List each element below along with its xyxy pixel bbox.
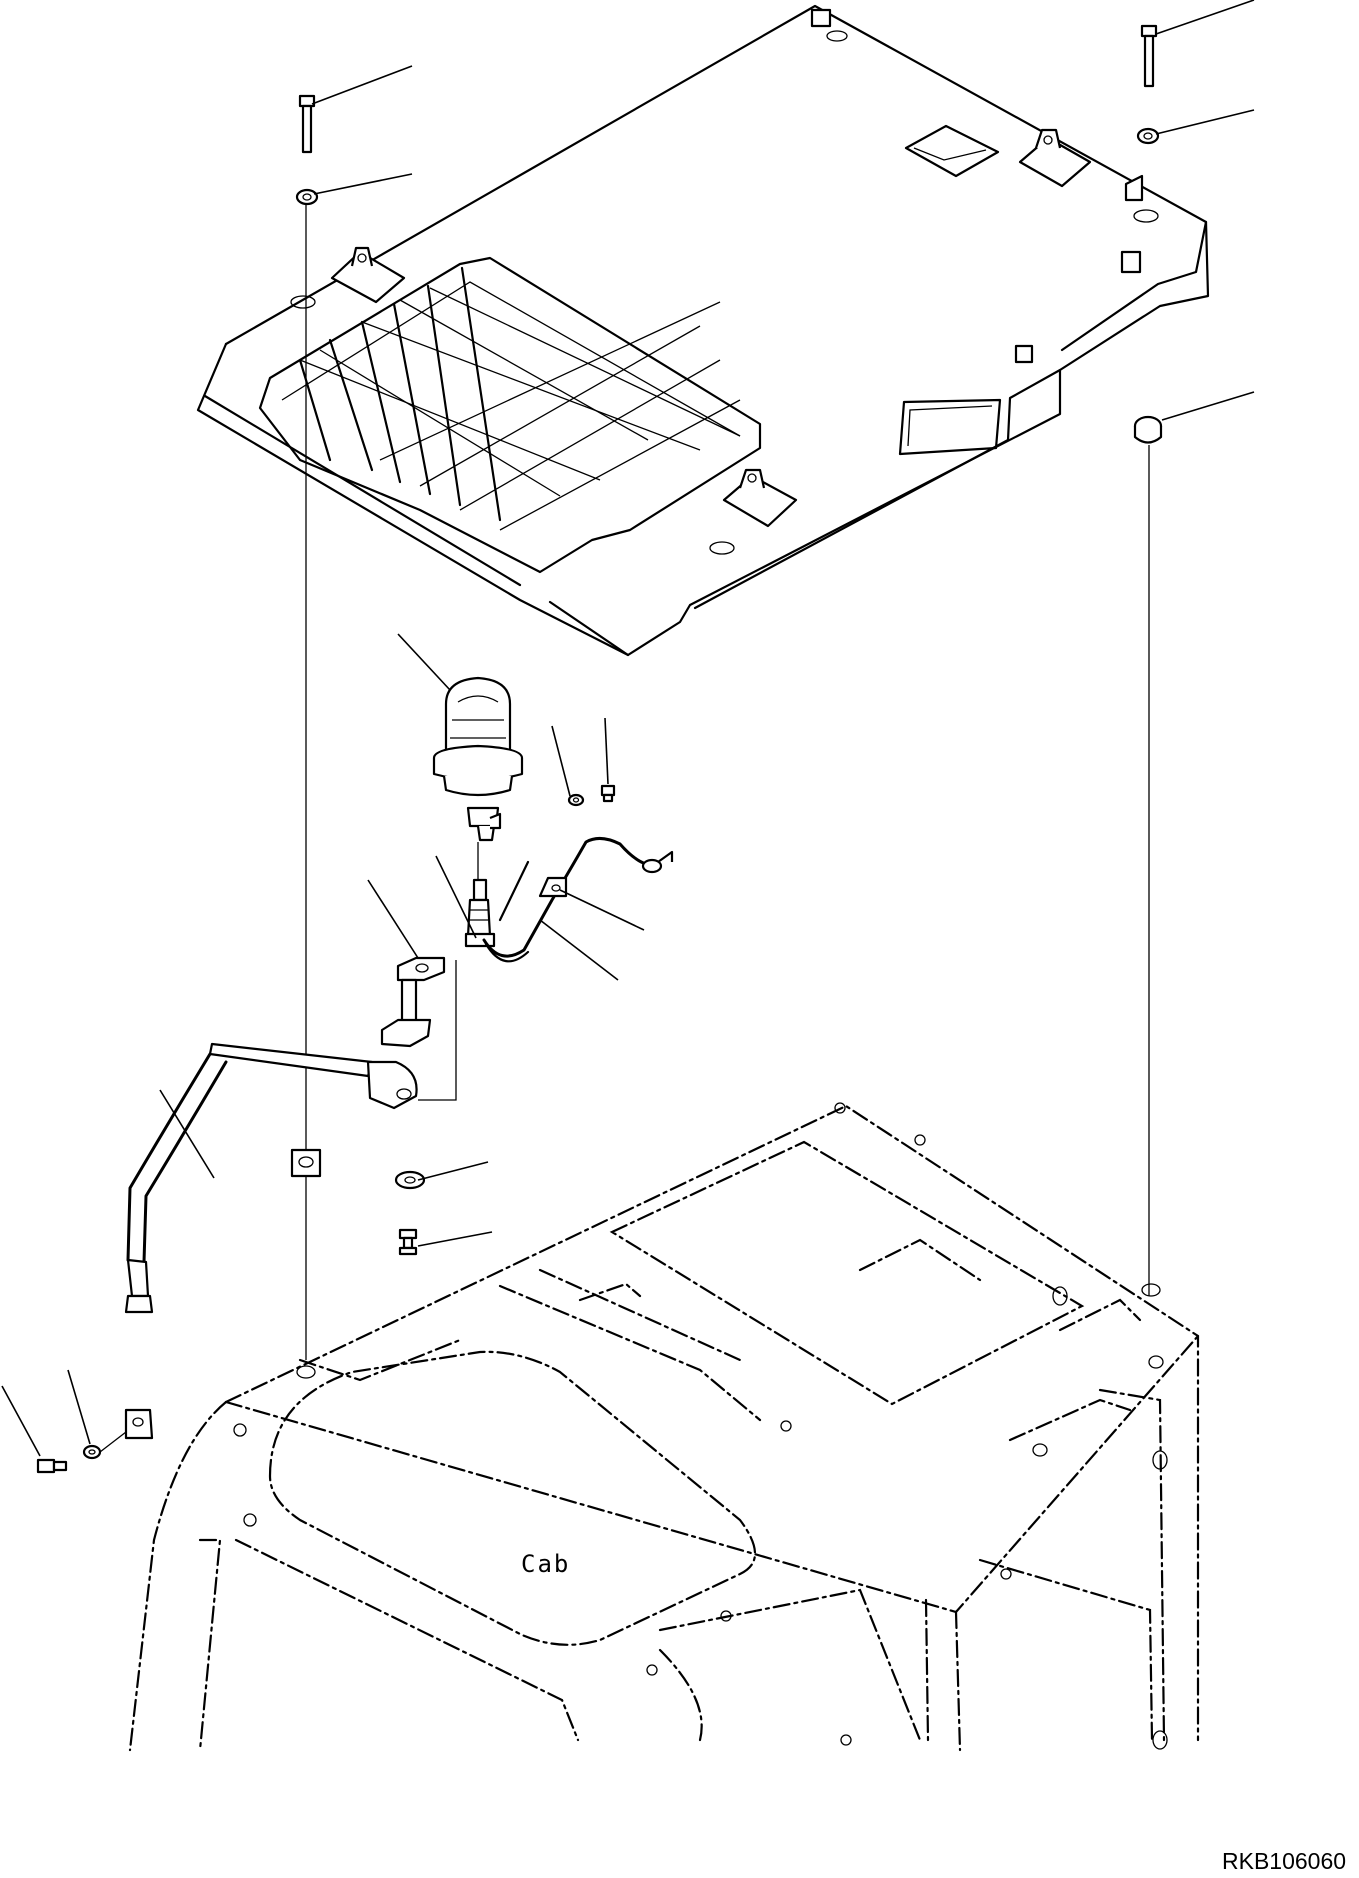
washer-right: [1136, 127, 1160, 145]
arm-washer: [394, 1170, 426, 1190]
roof-cover: [196, 4, 1210, 657]
stay-bolt-lower: [36, 1458, 68, 1474]
harness-clamp: [538, 876, 568, 898]
cab-outline: [128, 1104, 1200, 1752]
beacon-mount-post: [464, 842, 496, 948]
lift-lug-right: [1018, 128, 1092, 188]
arm-bolt: [398, 1228, 418, 1256]
stay-arm: [124, 1042, 418, 1440]
louver-slats: [298, 266, 741, 531]
beacon-bracket: [380, 956, 457, 1101]
beacon-lamp: [432, 676, 524, 842]
bolt-right: [1140, 24, 1158, 88]
washer-left: [295, 188, 319, 206]
lift-lug-left: [330, 246, 406, 304]
spacer-right: [1133, 415, 1163, 444]
cab-roof-details: [233, 1102, 1168, 1750]
cab-label: Cab: [521, 1550, 571, 1578]
lift-lug-front: [722, 468, 798, 528]
wiring-harness: [482, 837, 674, 963]
stay-washer-lower: [82, 1444, 102, 1460]
leader-lines: [1, 0, 1255, 1457]
figure-id: RKB106060: [1222, 1848, 1347, 1874]
bolt-left: [298, 94, 316, 154]
screw-small: [567, 784, 616, 807]
